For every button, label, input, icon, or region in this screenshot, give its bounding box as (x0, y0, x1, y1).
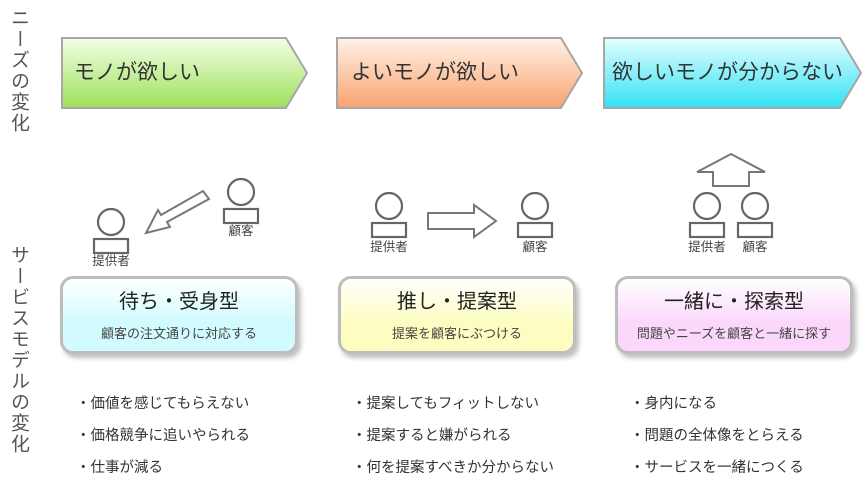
customer-person-icon-2 (516, 191, 554, 239)
provider-person-icon-1 (92, 207, 130, 255)
list-item: 提案すると嫌がられる (352, 420, 554, 452)
provider-label-1: 提供者 (92, 253, 130, 268)
model-box-2: 推し・提案型 提案を顧客にぶつける (338, 276, 576, 354)
model-title-3: 一緒に・探索型 (664, 289, 804, 313)
arrow-left-down-icon (144, 189, 211, 235)
chevron-shape-3 (603, 37, 863, 109)
model-desc-1: 顧客の注文通りに対応する (100, 327, 257, 342)
list-item: 身内になる (630, 388, 804, 420)
outcome-list-1: 価値を感じてもらえない 価格競争に追いやられる 仕事が減る (76, 388, 251, 484)
need-chevron-2: よいモノが欲しい (335, 36, 585, 110)
model-box-1: 待ち・受身型 顧客の注文通りに対応する (60, 276, 298, 354)
need-chevron-1: モノが欲しい (60, 36, 310, 110)
model-box-3: 一緒に・探索型 問題やニーズを顧客と一緒に探す (615, 276, 853, 354)
need-chevron-3: 欲しいモノが分からない (602, 36, 864, 110)
list-item: サービスを一緒につくる (630, 452, 804, 484)
need-text-2: よいモノが欲しい (351, 60, 519, 84)
service-model-change-label: サービスモデルの変化 (8, 245, 30, 455)
needs-change-label: ニーズの変化 (8, 8, 30, 134)
customer-label-1: 顧客 (228, 223, 254, 238)
outcome-list-3: 身内になる 問題の全体像をとらえる サービスを一緒につくる (630, 388, 804, 484)
list-item: 問題の全体像をとらえる (630, 420, 804, 452)
outcome-list-2: 提案してもフィットしない 提案すると嫌がられる 何を提案すべきか分からない (352, 388, 554, 484)
model-title-2: 推し・提案型 (397, 289, 517, 313)
list-item: 仕事が減る (76, 452, 250, 484)
need-text-3: 欲しいモノが分からない (612, 60, 843, 84)
customer-label-3: 顧客 (742, 239, 768, 254)
model-title-1: 待ち・受身型 (119, 289, 239, 313)
chevron-shape-2 (336, 37, 584, 109)
list-item: 価格競争に追いやられる (76, 420, 251, 452)
model-desc-3: 問題やニーズを顧客と一緒に探す (636, 327, 832, 342)
list-item: 提案してもフィットしない (352, 388, 554, 420)
provider-label-2: 提供者 (370, 239, 408, 254)
provider-person-icon-2 (370, 191, 408, 239)
chevron-shape-1 (61, 37, 309, 109)
list-item: 価値を感じてもらえない (76, 388, 250, 420)
customer-label-2: 顧客 (522, 239, 548, 254)
model-desc-2: 提案を顧客にぶつける (391, 327, 522, 342)
customer-person-icon-1 (222, 177, 260, 225)
customer-person-icon-3 (736, 191, 774, 239)
provider-person-icon-3 (688, 191, 726, 239)
arrow-up-icon (696, 152, 766, 187)
provider-label-3: 提供者 (688, 239, 726, 254)
list-item: 何を提案すべきか分からない (352, 452, 554, 484)
arrow-right-icon (427, 203, 498, 239)
need-text-1: モノが欲しい (74, 60, 200, 84)
